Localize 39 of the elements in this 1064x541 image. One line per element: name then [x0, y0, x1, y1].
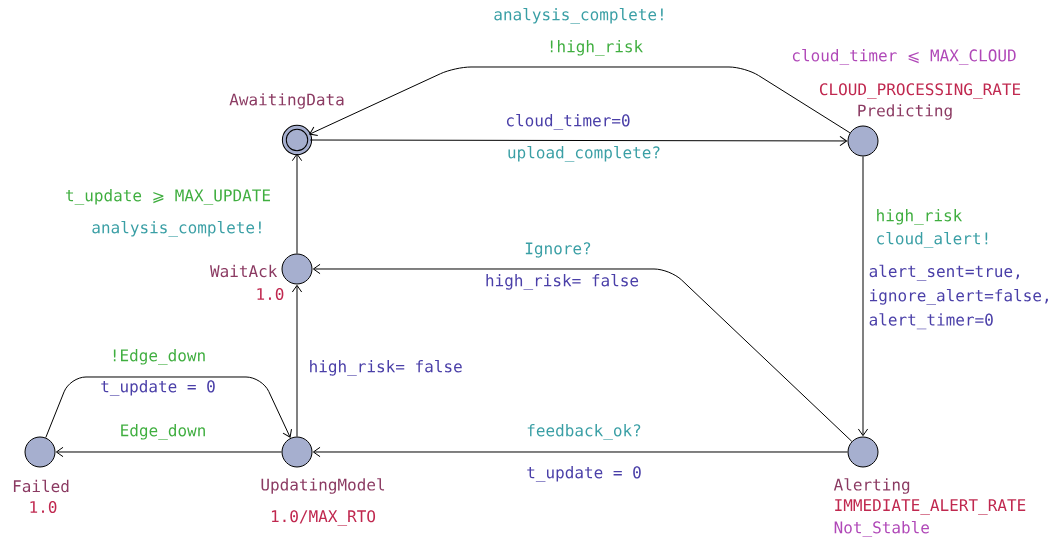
- rate-label: 1.0/MAX_RTO: [271, 510, 376, 526]
- transition-arrow: [312, 263, 853, 442]
- location-name: Failed: [13, 479, 69, 493]
- sync-label: Ignore?: [525, 242, 591, 258]
- update-label: alert_sent=true, ignore_alert=false, alert_timer=0: [869, 264, 1048, 330]
- sync-label: upload_complete?: [508, 146, 660, 162]
- location-name: UpdatingModel: [261, 478, 385, 494]
- transition-arrow: [857, 156, 869, 437]
- update-label: t_update = 0: [527, 466, 641, 482]
- guard-label: !Edge_down: [113, 349, 205, 365]
- transition-arrow: [55, 446, 282, 458]
- sync-label: analysis_complete!: [494, 8, 663, 24]
- location-name: WaitAck: [210, 264, 278, 278]
- rate-label: 1.0: [257, 287, 284, 301]
- transition-arrow: [291, 284, 303, 437]
- transition-arrow: [309, 66, 851, 137]
- guard-label: t_update ⩾ MAX_UPDATE: [66, 189, 270, 205]
- guard-label: !high_risk: [550, 40, 643, 56]
- sync-label: feedback_ok?: [527, 424, 641, 440]
- rate-label: 1.0: [30, 500, 57, 514]
- rate-label: CLOUD_PROCESSING_RATE: [819, 83, 1021, 99]
- invariant-label: Not_Stable: [834, 521, 929, 537]
- update-label: t_update = 0: [101, 380, 215, 396]
- location-name: Alerting: [833, 478, 910, 494]
- invariant-label: cloud_timer ⩽ MAX_CLOUD: [792, 49, 1016, 65]
- location-name: Predicting: [858, 104, 952, 120]
- transition-arrow: [45, 376, 292, 439]
- sync-label: cloud_alert!: [877, 232, 988, 248]
- sync-label: analysis_complete!: [92, 221, 261, 237]
- guard-label: Edge_down: [121, 424, 205, 440]
- update-label: cloud_timer=0: [506, 114, 630, 130]
- transition-arrow: [312, 446, 848, 458]
- transition-arrow: [291, 153, 303, 254]
- location-name: AwaitingData: [229, 93, 344, 109]
- rate-label: IMMEDIATE_ALERT_RATE: [835, 499, 1026, 515]
- transition-arrow: [309, 135, 848, 147]
- update-label: high_risk= false: [310, 360, 462, 376]
- update-label: high_risk= false: [486, 274, 639, 290]
- guard-label: high_risk: [877, 209, 963, 225]
